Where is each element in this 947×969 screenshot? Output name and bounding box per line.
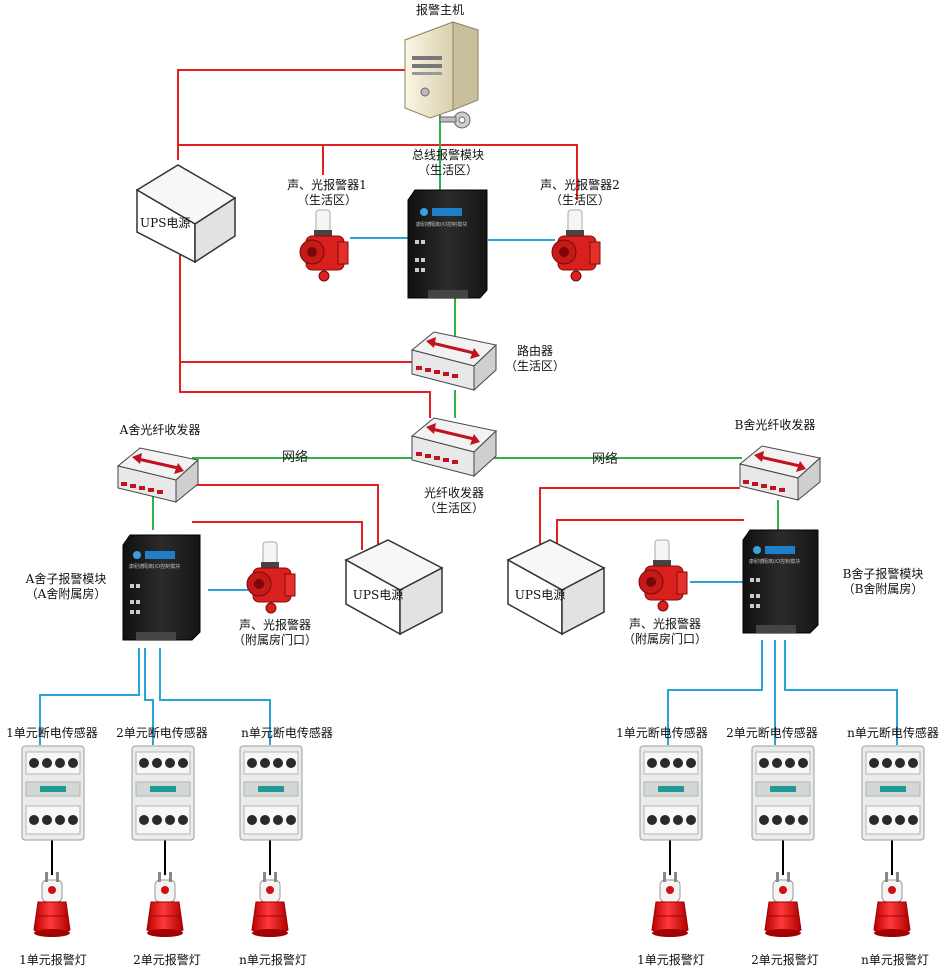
ups-b-label: UPS电源 bbox=[514, 588, 566, 602]
sensor-group bbox=[21, 745, 925, 841]
sensor-an-icon bbox=[239, 745, 303, 841]
network-label-left: 网络 bbox=[282, 450, 309, 465]
ups-a-box bbox=[344, 539, 444, 636]
module-b: 康耐德 隔离I/O控制模块 bbox=[742, 529, 819, 634]
network-lines bbox=[152, 112, 779, 532]
ups-top-box bbox=[135, 164, 237, 264]
lamp-an-icon bbox=[251, 872, 289, 937]
lamp-b1-icon bbox=[651, 872, 689, 937]
lamp-group bbox=[33, 872, 911, 937]
lamp-a1-icon bbox=[33, 872, 71, 937]
bus-module-brand: 康耐德 bbox=[416, 221, 431, 228]
sensor-b2-icon bbox=[751, 745, 815, 841]
sensor-a2-icon bbox=[131, 745, 195, 841]
fiber-b-box bbox=[738, 445, 822, 502]
bus-module-title: 隔离I/O控制模块 bbox=[430, 221, 467, 228]
fiber-center-label: 光纤收发器 （生活区） bbox=[423, 486, 484, 515]
sensor-b1-label: 1单元断电传感器 bbox=[616, 726, 708, 740]
alarm-host-server-icon bbox=[403, 21, 480, 129]
alarm-b-label: 声、光报警器 （附属房门口） bbox=[622, 617, 707, 646]
sensor-b1-icon bbox=[639, 745, 703, 841]
lamp-wires bbox=[51, 840, 893, 875]
lamp-a2-label: 2单元报警灯 bbox=[133, 953, 201, 967]
module-b-brand: 康耐德 bbox=[749, 558, 764, 565]
sensor-a1-label: 1单元断电传感器 bbox=[6, 726, 98, 740]
module-a-brand: 康耐德 bbox=[129, 563, 144, 570]
bus-module-label: 总线报警模块 （生活区） bbox=[411, 148, 484, 177]
lamp-b1-label: 1单元报警灯 bbox=[637, 953, 705, 967]
alarm2-label: 声、光报警器2 （生活区） bbox=[540, 178, 620, 207]
lamp-an-label: n单元报警灯 bbox=[239, 953, 307, 967]
fiber-a-label: A舍光纤收发器 bbox=[119, 423, 201, 437]
lamp-b2-label: 2单元报警灯 bbox=[751, 953, 819, 967]
module-a-label: A舍子报警模块 （A舍附属房） bbox=[25, 572, 107, 601]
ups-top-label: UPS电源 bbox=[140, 216, 191, 230]
router-box bbox=[410, 331, 498, 392]
sensor-a2-label: 2单元断电传感器 bbox=[116, 726, 208, 740]
fiber-b-label: B舍光纤收发器 bbox=[734, 418, 816, 432]
sensor-b2-label: 2单元断电传感器 bbox=[726, 726, 818, 740]
sensor-bn-label: n单元断电传感器 bbox=[847, 726, 939, 740]
sensor-bn-icon bbox=[861, 745, 925, 841]
module-b-label: B舍子报警模块 （B舍附属房） bbox=[842, 567, 924, 596]
module-a-title: 隔离I/O控制模块 bbox=[143, 563, 180, 570]
alarm2-siren-icon bbox=[551, 209, 601, 282]
lamp-b2-icon bbox=[764, 872, 802, 937]
key-icon bbox=[439, 111, 471, 129]
data-lines bbox=[39, 237, 898, 745]
power-lines bbox=[177, 69, 744, 568]
lamp-bn-label: n单元报警灯 bbox=[861, 953, 929, 967]
alarm1-label: 声、光报警器1 （生活区） bbox=[287, 178, 367, 207]
module-b-title: 隔离I/O控制模块 bbox=[763, 558, 800, 565]
sensor-an-label: n单元断电传感器 bbox=[241, 726, 333, 740]
lamp-a2-icon bbox=[146, 872, 184, 937]
alarm-a-siren-icon bbox=[246, 541, 296, 614]
ups-a-label: UPS电源 bbox=[352, 588, 404, 602]
ups-b-box bbox=[506, 539, 606, 636]
alarm-b-siren-icon bbox=[638, 539, 688, 612]
alarm1-siren-icon bbox=[299, 209, 349, 282]
lamp-bn-icon bbox=[873, 872, 911, 937]
module-a: 康耐德 隔离I/O控制模块 bbox=[122, 534, 201, 641]
router-label: 路由器 （生活区） bbox=[504, 344, 565, 373]
fiber-center-box bbox=[410, 417, 498, 478]
network-label-right: 网络 bbox=[592, 452, 619, 467]
bus-alarm-module: 康耐德 隔离I/O控制模块 bbox=[407, 189, 488, 299]
fiber-a-box bbox=[116, 447, 200, 504]
lamp-a1-label: 1单元报警灯 bbox=[19, 953, 87, 967]
host-label: 报警主机 bbox=[415, 3, 464, 17]
alarm-a-label: 声、光报警器 （附属房门口） bbox=[232, 618, 317, 647]
sensor-a1-icon bbox=[21, 745, 85, 841]
